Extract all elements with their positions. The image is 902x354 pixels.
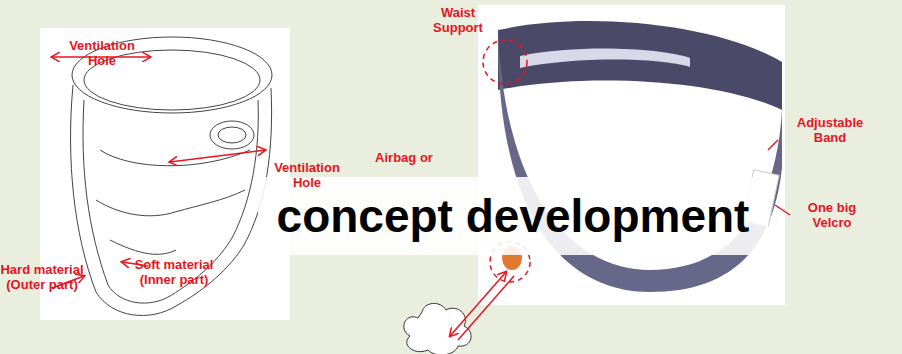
title-overlay: concept development bbox=[258, 177, 768, 255]
callout-label: Soft material (Inner part) bbox=[126, 257, 222, 287]
leader-line bbox=[775, 205, 790, 215]
callout-label: One big Velcro bbox=[790, 200, 874, 230]
callout-label: Ventilation Hole bbox=[60, 38, 144, 68]
band-back bbox=[498, 21, 782, 110]
image-panel bbox=[478, 5, 785, 305]
band-slot bbox=[520, 49, 690, 68]
callout-label: Ventilation Hole bbox=[262, 160, 352, 190]
double-arrow-line bbox=[458, 276, 514, 340]
callout-label: Adjustable Band bbox=[786, 115, 874, 145]
callout-label: Airbag or bbox=[372, 150, 436, 165]
highlight-circle bbox=[483, 40, 527, 84]
helmet-drawing bbox=[71, 37, 272, 315]
leader-line bbox=[768, 140, 778, 150]
overlay-title: concept development bbox=[277, 189, 750, 243]
callout-label: Waist Support bbox=[426, 5, 490, 35]
cloud-shape bbox=[404, 303, 471, 354]
callout-label: Hard material (Outer part) bbox=[0, 262, 84, 292]
double-arrow bbox=[450, 272, 506, 336]
double-arrow bbox=[170, 150, 265, 162]
